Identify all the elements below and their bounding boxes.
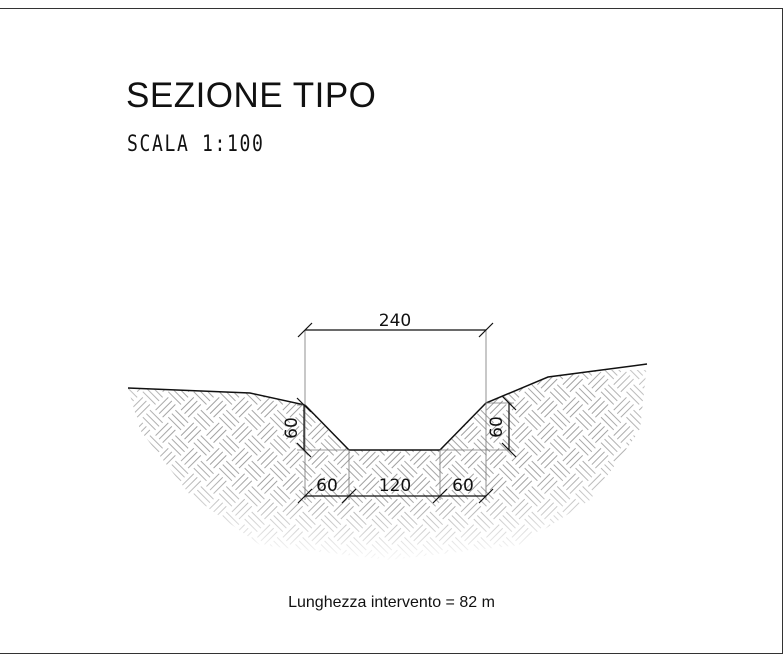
dim-bottom-left: 60 (316, 476, 338, 496)
dimension-lines (296, 322, 517, 504)
soil-hatch (128, 364, 647, 560)
ground-profile (127, 363, 648, 451)
construction-lines (297, 330, 514, 500)
dim-bottom-right: 60 (452, 476, 474, 496)
drawing-scale: SCALA 1:100 (127, 132, 265, 157)
frame-top-line (0, 8, 783, 9)
footer-note: Lunghezza intervento = 82 m (288, 594, 495, 611)
dim-right-depth: 60 (487, 416, 507, 438)
frame-bottom-line (0, 653, 783, 654)
dim-top-width: 240 (379, 311, 411, 331)
drawing-title: SEZIONE TIPO (126, 76, 377, 115)
dim-left-depth: 60 (282, 417, 302, 439)
dim-bottom-center: 120 (379, 476, 411, 496)
